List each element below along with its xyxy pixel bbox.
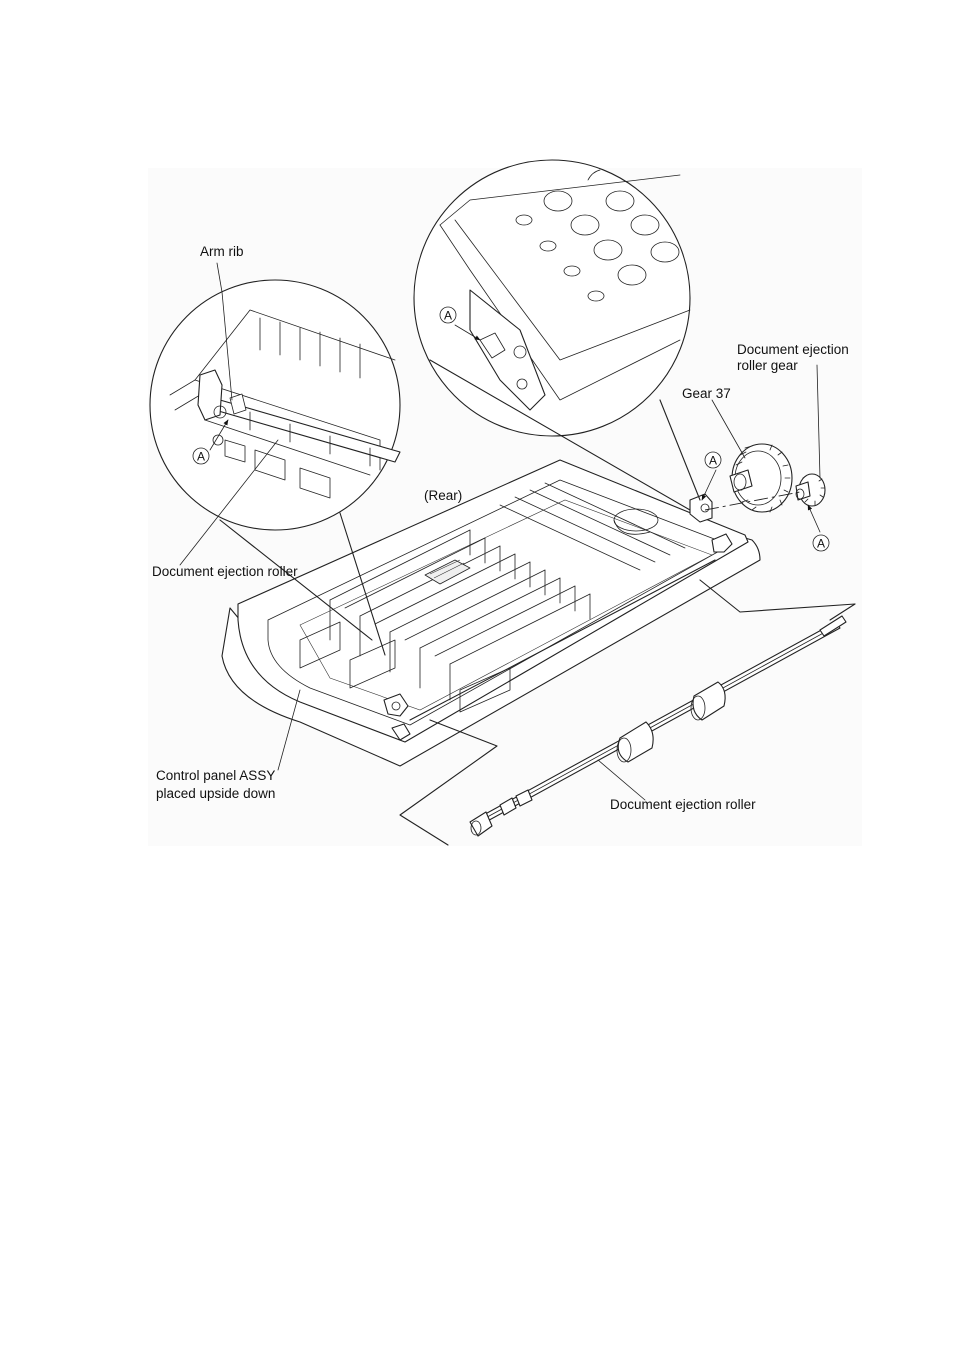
label-panel-line2: placed upside down — [156, 786, 275, 801]
label-doc-roller-main: Document ejection roller — [610, 797, 756, 812]
svg-text:A: A — [197, 450, 205, 464]
label-roller-gear-line2: roller gear — [737, 358, 798, 373]
marker-a-roller-gear: A — [812, 534, 830, 552]
marker-a-right-detail: A — [439, 306, 457, 324]
panel-ribs — [299, 482, 686, 713]
label-rear: (Rear) — [424, 488, 462, 503]
roller-exploded-lines — [399, 579, 856, 846]
gear-37 — [729, 443, 793, 513]
label-panel-line1: Control panel ASSY — [156, 768, 275, 783]
label-doc-roller-inset: Document ejection roller — [152, 564, 298, 579]
gear-axis-line — [704, 491, 801, 511]
marker-a-gear: A — [704, 451, 722, 469]
label-roller-gear-line1: Document ejection — [737, 342, 849, 357]
leader-lines — [179, 262, 821, 801]
keypad — [515, 169, 680, 302]
marker-a-left-detail: A — [192, 447, 210, 465]
right-detail-view — [413, 159, 701, 511]
left-detail-view — [149, 279, 401, 656]
svg-text:A: A — [444, 309, 452, 323]
document-ejection-roller — [469, 615, 847, 837]
svg-text:A: A — [817, 537, 825, 551]
svg-text:A: A — [709, 454, 717, 468]
label-gear-37: Gear 37 — [682, 386, 731, 401]
label-arm-rib: Arm rib — [200, 244, 244, 259]
control-panel-assy — [221, 459, 761, 767]
